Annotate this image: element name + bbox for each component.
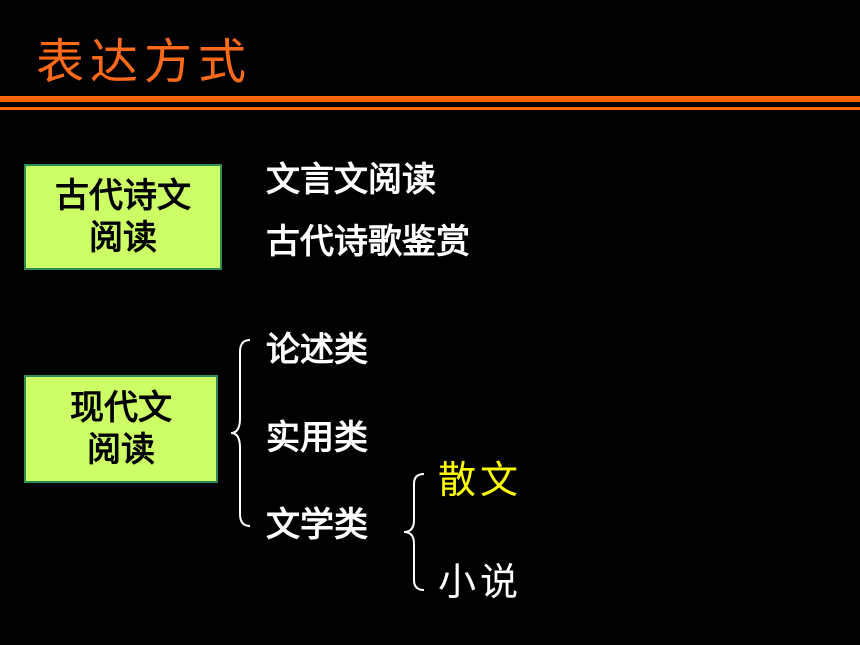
ancient-box-line2: 阅读 <box>89 218 157 258</box>
modern-box-line1: 现代文 <box>70 388 172 428</box>
title-rule-thin <box>0 107 860 110</box>
modern-item-argumentative: 论述类 <box>266 330 368 370</box>
modern-category-brace <box>230 339 251 527</box>
literary-subtype-prose: 散文 <box>438 458 523 502</box>
ancient-item-poetry-appreciation: 古代诗歌鉴赏 <box>266 222 470 262</box>
ancient-box-line1: 古代诗文 <box>55 176 191 216</box>
modern-item-practical: 实用类 <box>266 418 368 458</box>
ancient-item-classical-prose: 文言文阅读 <box>266 160 436 200</box>
literary-subtype-fiction: 小说 <box>438 560 523 604</box>
modern-item-literary: 文学类 <box>266 505 368 545</box>
title-rule-thick <box>0 96 860 102</box>
slide-title: 表达方式 <box>36 34 253 90</box>
modern-box-line2: 阅读 <box>87 430 155 470</box>
modern-reading-box: 现代文 阅读 <box>24 375 218 483</box>
literary-subtype-brace <box>403 473 425 591</box>
ancient-reading-box: 古代诗文 阅读 <box>24 164 222 270</box>
